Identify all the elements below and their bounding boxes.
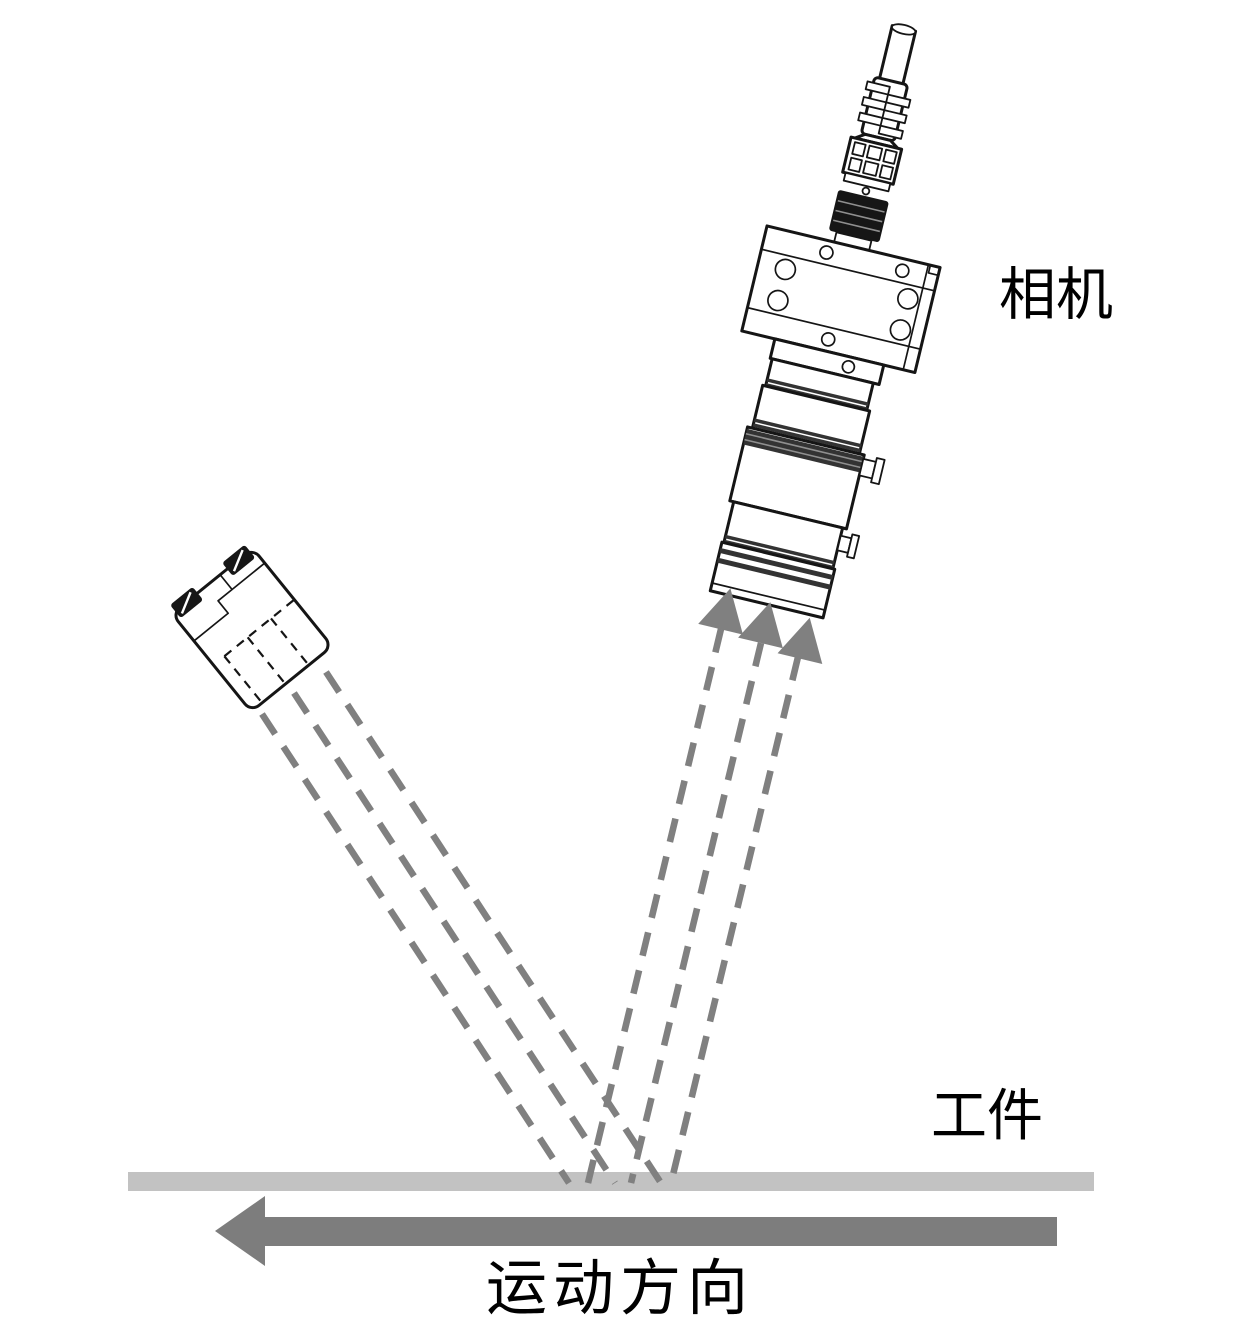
screw-hole bbox=[774, 258, 797, 281]
cable-strain-relief bbox=[853, 76, 912, 150]
screw-hole bbox=[894, 263, 910, 279]
screw-hole bbox=[819, 245, 834, 260]
camera-cable bbox=[877, 23, 918, 88]
cable-connector bbox=[841, 135, 904, 196]
camera-lens bbox=[708, 357, 886, 620]
light-source-housing bbox=[174, 550, 330, 710]
light-source-bracket-line bbox=[231, 562, 266, 591]
light-source-clip bbox=[171, 587, 203, 618]
ray-arrowhead bbox=[698, 588, 743, 635]
connector-pin-dot bbox=[861, 186, 871, 196]
camera-line-scan-drawing bbox=[698, 23, 942, 664]
camera-label: 相机 bbox=[999, 263, 1113, 327]
illumination-ray bbox=[259, 712, 572, 1185]
screw-hole bbox=[820, 332, 836, 347]
ray-arrowhead bbox=[738, 602, 783, 649]
workpiece-label: 工件 bbox=[931, 1084, 1043, 1147]
reflected-rays bbox=[584, 628, 802, 1184]
ray-arrowheads bbox=[698, 588, 823, 664]
motion-arrow bbox=[215, 1196, 1057, 1266]
screw-hole bbox=[889, 319, 912, 341]
light-source-led-cells bbox=[223, 598, 309, 703]
screw-hole bbox=[841, 359, 856, 374]
reflected-ray bbox=[584, 628, 725, 1184]
reflected-ray bbox=[627, 642, 765, 1184]
illumination-ray bbox=[323, 670, 664, 1185]
light-source-clip bbox=[223, 545, 255, 575]
illumination-rays bbox=[259, 670, 664, 1185]
screw-hole bbox=[767, 289, 789, 312]
light-source-bracket-line bbox=[193, 574, 233, 642]
lens-thumbscrew bbox=[858, 457, 886, 486]
reflected-ray bbox=[667, 656, 802, 1184]
motion-direction-label: 运动方向 bbox=[486, 1256, 755, 1323]
lens-thumbscrew bbox=[836, 533, 861, 560]
ray-arrowhead bbox=[777, 617, 823, 664]
workpiece-surface bbox=[128, 1172, 1094, 1191]
illumination-ray bbox=[291, 691, 618, 1185]
light-source-drawing bbox=[171, 545, 330, 710]
connector-lock-ring bbox=[829, 190, 889, 242]
screw-hole bbox=[897, 287, 919, 310]
